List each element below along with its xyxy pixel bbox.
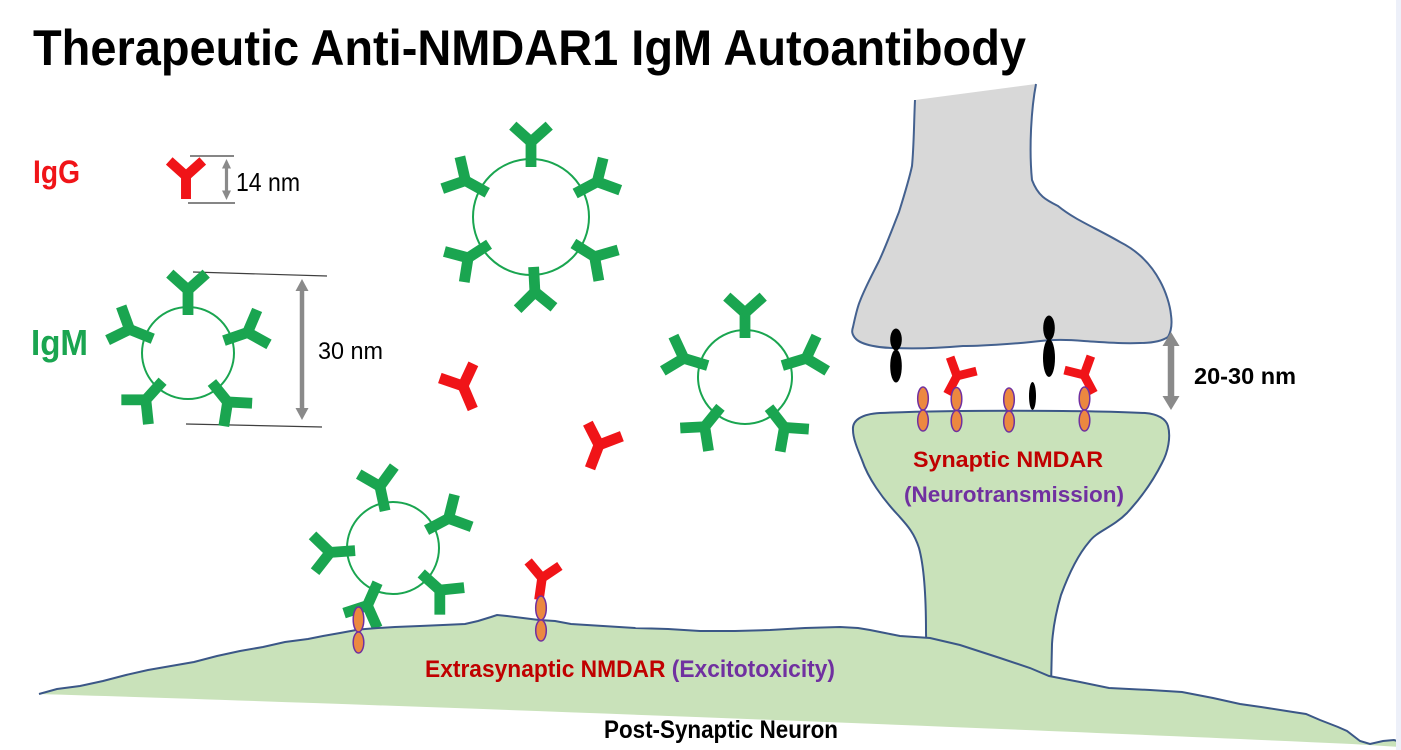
svg-text:Synaptic NMDAR: Synaptic NMDAR (913, 447, 1103, 472)
svg-text:IgG: IgG (33, 154, 80, 190)
svg-text:Post-Synaptic Neuron: Post-Synaptic Neuron (604, 716, 838, 744)
svg-text:(Neurotransmission): (Neurotransmission) (904, 482, 1124, 507)
svg-text:14 nm: 14 nm (236, 167, 300, 197)
svg-text:30 nm: 30 nm (318, 338, 383, 365)
svg-text:IgM: IgM (31, 322, 88, 363)
svg-text:20-30 nm: 20-30 nm (1194, 363, 1296, 389)
svg-text:Extrasynaptic NMDAR (Excitotox: Extrasynaptic NMDAR (Excitotoxicity) (425, 656, 835, 683)
svg-text:Therapeutic Anti-NMDAR1 IgM Au: Therapeutic Anti-NMDAR1 IgM Autoantibody (33, 20, 1026, 76)
